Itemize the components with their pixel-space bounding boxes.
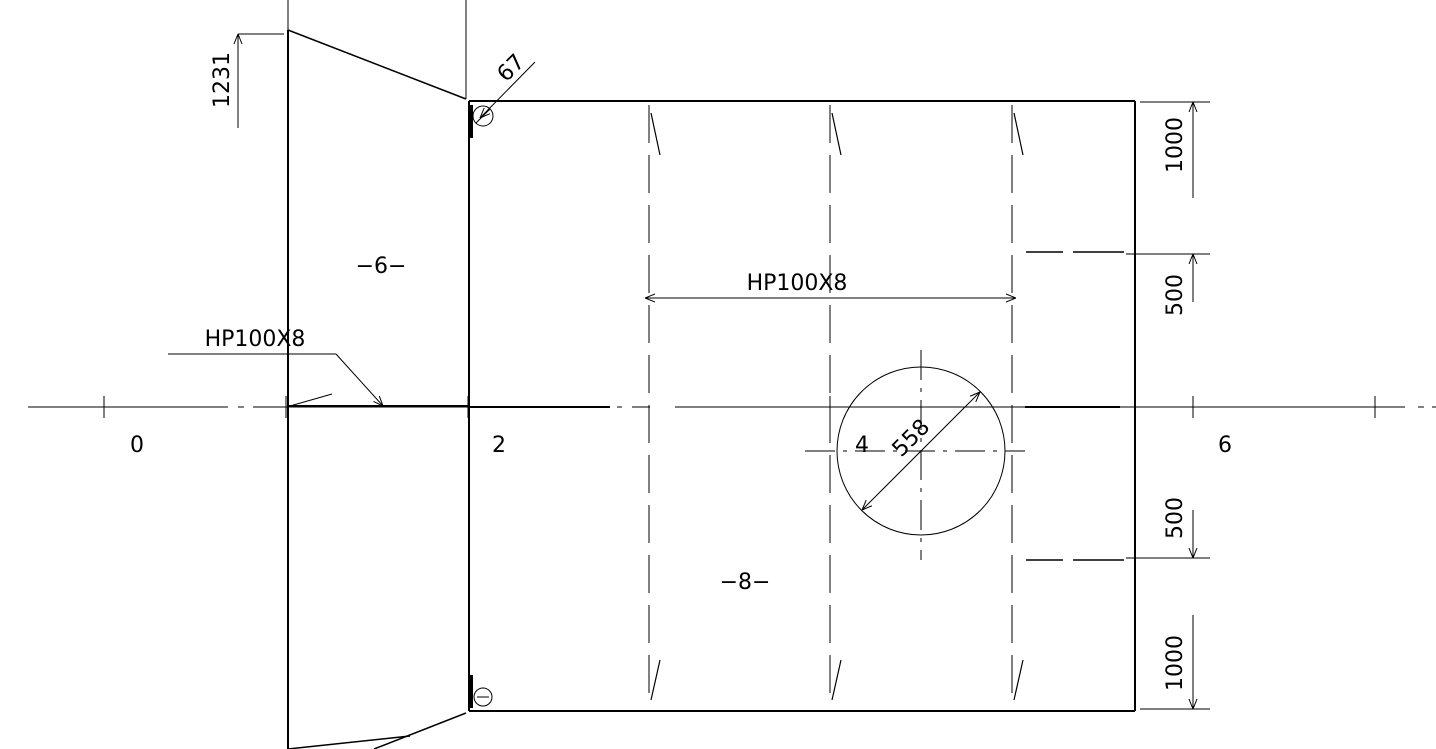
left-profile-label: HP100X8 <box>205 327 306 352</box>
corner-dimension-leader <box>480 61 536 118</box>
main-plate-outline <box>468 100 1136 712</box>
right-dimension-top-label: 1000 <box>1163 117 1188 173</box>
dashed-stiffeners <box>648 105 1124 705</box>
grid-label-4: 4 <box>855 433 869 458</box>
left-plate-outline <box>287 0 467 749</box>
grid-label-2: 2 <box>492 433 506 458</box>
circular-opening <box>805 350 1025 560</box>
right-dimension-bottom-label: 1000 <box>1163 635 1188 691</box>
top-left-dimension <box>238 33 284 128</box>
right-dimension-mid-upper-label: 500 <box>1163 274 1188 316</box>
plate-label-6: −6− <box>356 254 407 279</box>
corner-hole-bottom <box>473 687 493 707</box>
grid-label-0: 0 <box>130 433 144 458</box>
main-profile-label: HP100X8 <box>747 271 848 296</box>
right-dimension-mid-lower-label: 500 <box>1163 497 1188 539</box>
top-left-dimension-label: 1231 <box>210 52 235 108</box>
hole-diameter-line <box>862 392 980 510</box>
right-dimension-chain <box>1126 101 1210 710</box>
grid-label-6: 6 <box>1218 433 1232 458</box>
corner-hole-top <box>472 105 494 127</box>
left-profile-leader <box>168 353 383 406</box>
plate-label-8: −8− <box>720 570 771 595</box>
corner-dimension-label: 67 <box>493 50 530 87</box>
hole-diameter-label: 558 <box>888 415 935 462</box>
